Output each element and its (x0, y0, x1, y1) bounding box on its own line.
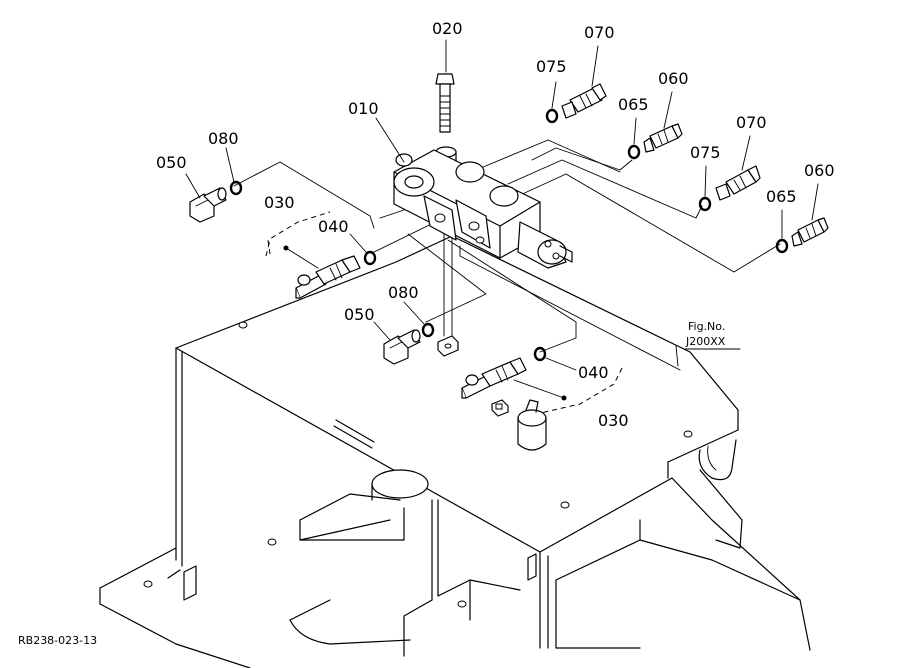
callout-070-mid: 070 (736, 113, 767, 132)
plug (491, 399, 509, 417)
valve-body-010 (393, 149, 573, 269)
callout-060-upper: 060 (658, 69, 689, 88)
callout-040-lower: 040 (578, 363, 609, 382)
callout-050-lower: 050 (344, 305, 375, 324)
callout-070-upper: 070 (584, 23, 615, 42)
elbow-050-lower (383, 329, 421, 365)
callout-labels: 020 070 075 060 010 065 070 080 075 050 … (156, 19, 835, 430)
callout-030-lower: 030 (598, 411, 629, 430)
drawing-code: RB238-023-13 (18, 634, 97, 647)
callout-065-lower: 065 (766, 187, 797, 206)
callout-050-upper: 050 (156, 153, 187, 172)
callout-010: 010 (348, 99, 379, 118)
callout-020: 020 (432, 19, 463, 38)
figure-ref-label: Fig.No. (688, 320, 725, 333)
nut (437, 335, 459, 357)
callout-080-lower: 080 (388, 283, 419, 302)
o-ring-065-lower (775, 238, 789, 254)
o-ring-080-lower (421, 322, 435, 338)
o-ring-080-upper (229, 180, 243, 196)
callout-075-upper: 075 (536, 57, 567, 76)
pipe-stub (517, 399, 547, 451)
o-ring-040-upper (363, 250, 377, 266)
callout-060-lower: 060 (804, 161, 835, 180)
o-ring-075-upper (545, 108, 559, 124)
o-ring-075-mid (698, 196, 712, 212)
callout-075-mid: 075 (690, 143, 721, 162)
fitting-070-mid (715, 165, 761, 201)
elbow-050-upper (189, 187, 227, 223)
callout-065-upper: 065 (618, 95, 649, 114)
o-ring-040-lower (533, 346, 547, 362)
leader-lines (185, 45, 819, 371)
fitting-060-upper (643, 123, 683, 153)
callout-030-upper: 030 (264, 193, 295, 212)
o-ring-065-upper (627, 144, 641, 160)
switch-030-upper (265, 211, 361, 299)
fitting-070-upper (561, 83, 607, 119)
callout-040-upper: 040 (318, 217, 349, 236)
figure-ref-number: J200XX (685, 335, 726, 348)
bolt-020 (435, 39, 457, 167)
mounting-frame (99, 235, 811, 668)
fitting-060-lower (791, 217, 829, 247)
callout-080-upper: 080 (208, 129, 239, 148)
figure-reference: Fig.No. J200XX (683, 320, 741, 350)
switch-030-lower (461, 357, 623, 415)
